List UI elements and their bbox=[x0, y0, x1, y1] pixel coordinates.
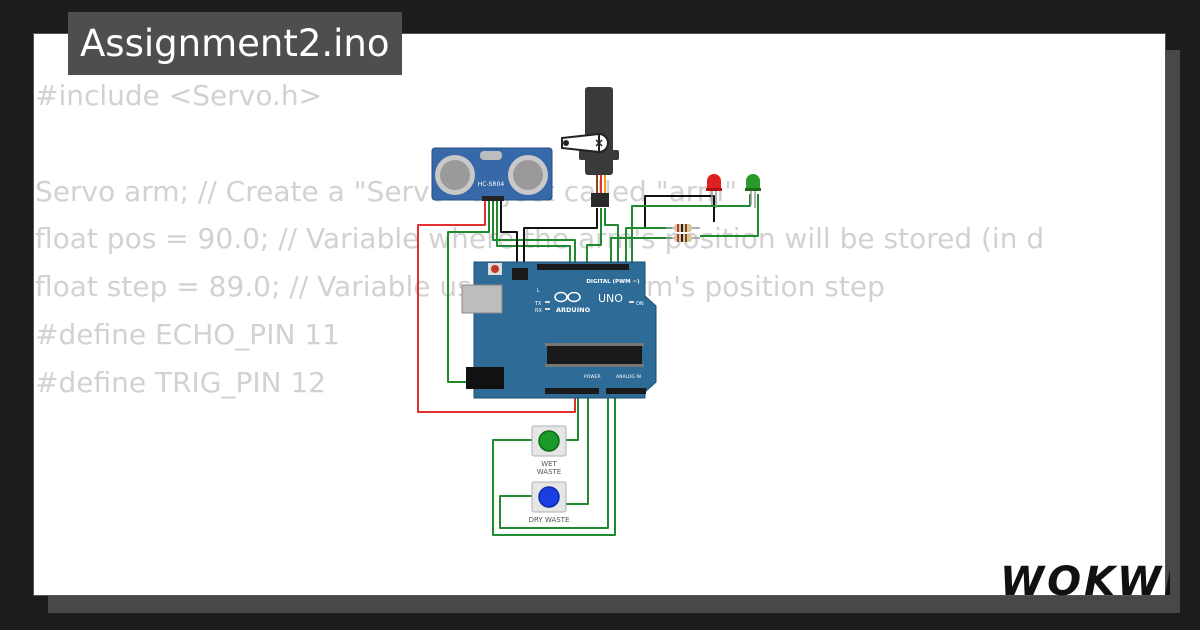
ultrasonic-sensor[interactable]: HC-SR04 bbox=[431, 147, 553, 201]
wire-green bbox=[499, 392, 609, 529]
project-filename: Assignment2.ino bbox=[68, 12, 402, 75]
led-red[interactable] bbox=[706, 174, 722, 208]
wire-green bbox=[631, 194, 751, 262]
board-brand: ARDUINO bbox=[556, 306, 591, 314]
code-line: #define TRIG_PIN 12 bbox=[35, 365, 327, 399]
analog-header-label: ANALOG IN bbox=[616, 374, 641, 380]
wet-waste-button[interactable]: WET WASTE bbox=[531, 425, 567, 476]
dry-waste-label: DRY WASTE bbox=[529, 516, 570, 524]
power-header-label: POWER bbox=[584, 374, 601, 380]
code-line: #include <Servo.h> bbox=[35, 79, 323, 112]
wire-black bbox=[500, 198, 518, 262]
wire-black bbox=[523, 208, 598, 262]
board-model: UNO bbox=[598, 292, 623, 305]
wire-green bbox=[604, 208, 619, 262]
resistor[interactable] bbox=[666, 234, 700, 242]
resistor[interactable] bbox=[666, 224, 700, 232]
wokwi-logo-text: WOKWI bbox=[1000, 559, 1170, 605]
wire-green bbox=[700, 194, 759, 237]
wire-green bbox=[496, 198, 571, 262]
code-line: #define ECHO_PIN 11 bbox=[35, 317, 340, 351]
wire-black bbox=[644, 195, 715, 228]
wire-green bbox=[610, 237, 672, 262]
led-rx-label: RX bbox=[535, 308, 542, 314]
wire-green bbox=[492, 392, 616, 536]
wire-green bbox=[566, 392, 579, 441]
led-green[interactable] bbox=[745, 174, 761, 208]
wire-red bbox=[417, 198, 576, 413]
dry-waste-button[interactable]: DRY WASTE bbox=[529, 481, 570, 524]
wire-green bbox=[566, 392, 589, 505]
sensor-label: HC-SR04 bbox=[478, 181, 505, 188]
arduino-uno-board[interactable]: DIGITAL (PWM ~) UNO ARDUINO L TX RX ON P… bbox=[461, 261, 657, 399]
led-tx-label: TX bbox=[534, 301, 542, 307]
digital-header-label: DIGITAL (PWM ~) bbox=[586, 279, 640, 285]
servo-motor[interactable] bbox=[561, 87, 619, 207]
wire-green bbox=[625, 227, 672, 262]
led-on-label: ON bbox=[636, 301, 644, 307]
wet-waste-label: WET bbox=[541, 460, 557, 468]
wokwi-logo: WOKWI bbox=[1000, 559, 1170, 605]
wet-waste-label: WASTE bbox=[537, 468, 561, 476]
wire-green bbox=[586, 208, 602, 262]
code-line: float pos = 90.0; // Variable where the … bbox=[35, 222, 1045, 256]
wire-green bbox=[492, 198, 576, 262]
led-l-label: L bbox=[537, 288, 540, 294]
